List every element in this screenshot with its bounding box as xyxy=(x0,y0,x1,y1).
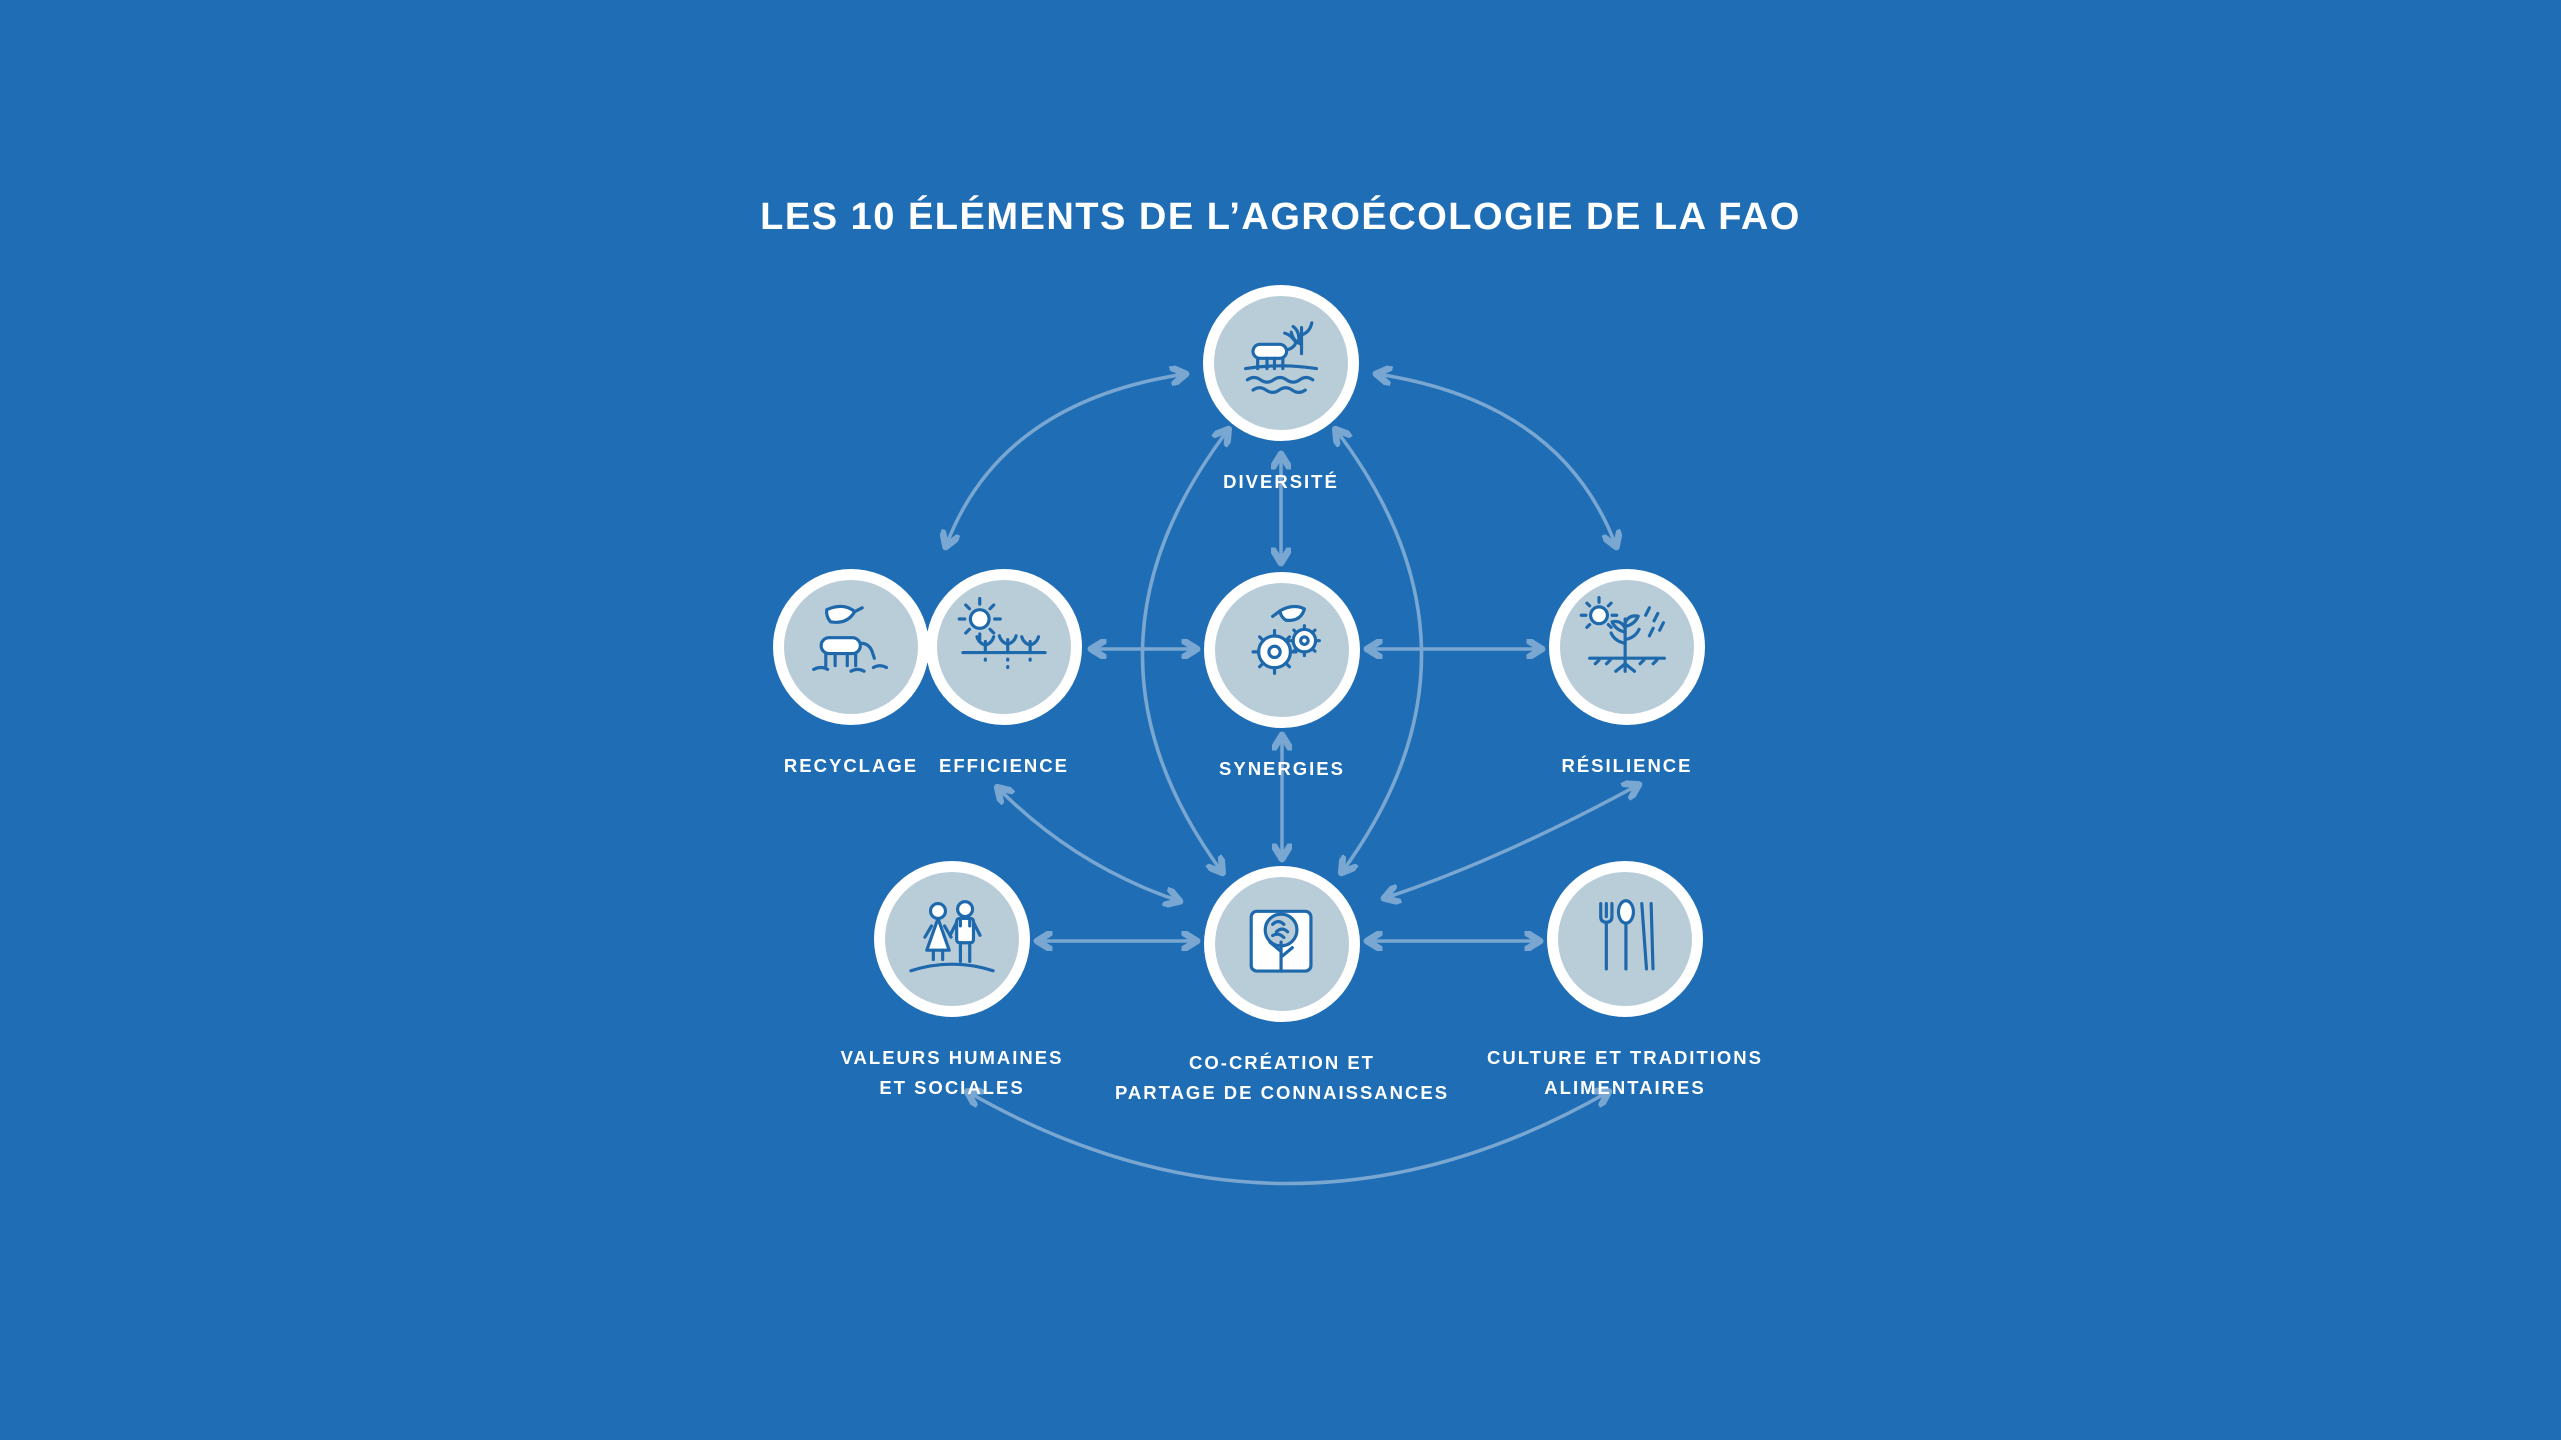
circle-synergies xyxy=(1204,572,1360,728)
synergies-gears-leaf-icon xyxy=(1251,604,1321,675)
arrow-valeurs-culture xyxy=(968,1092,1608,1186)
circle-recyclage xyxy=(773,569,929,725)
knowledge-tree-icon xyxy=(1249,909,1313,973)
node-synergies: SYNERGIES xyxy=(1204,572,1360,779)
arrow-cocreation-resilience xyxy=(1385,785,1638,898)
node-diversite: DIVERSITÉ xyxy=(1203,285,1359,492)
node-culture: CULTURE ET TRADITIONS ALIMENTAIRES xyxy=(1487,861,1761,1098)
food-culture-cutlery-icon xyxy=(1599,899,1655,971)
circle-resilience xyxy=(1549,569,1705,725)
circle-diversite xyxy=(1203,285,1359,441)
recycling-cow-leaf-icon xyxy=(812,604,889,673)
efficiency-sun-seedlings-icon xyxy=(957,596,1047,671)
resilience-plant-sun-rain-icon xyxy=(1579,595,1666,673)
node-recyclage: RECYCLAGE xyxy=(773,569,929,776)
human-values-people-icon xyxy=(909,900,995,973)
node-valeurs: VALEURS HUMAINES ET SOCIALES xyxy=(841,861,1061,1098)
diagram-title: LES 10 ÉLÉMENTS DE L’AGROÉCOLOGIE DE LA … xyxy=(760,196,1801,238)
arrow-cocreation-efficience xyxy=(998,788,1179,901)
diversity-animal-water-icon xyxy=(1243,321,1319,394)
node-resilience: RÉSILIENCE xyxy=(1549,569,1705,776)
node-cocreation: CO-CRÉATION ET PARTAGE DE CONNAISSANCES xyxy=(1115,866,1447,1103)
circle-valeurs xyxy=(874,861,1030,1017)
arrow-diversite-recyclage xyxy=(946,374,1185,546)
circle-efficience xyxy=(926,569,1082,725)
circle-culture xyxy=(1547,861,1703,1017)
circle-cocreation xyxy=(1204,866,1360,1022)
arrow-diversite-resilience xyxy=(1377,374,1616,546)
node-efficience: EFFICIENCE xyxy=(926,569,1082,776)
